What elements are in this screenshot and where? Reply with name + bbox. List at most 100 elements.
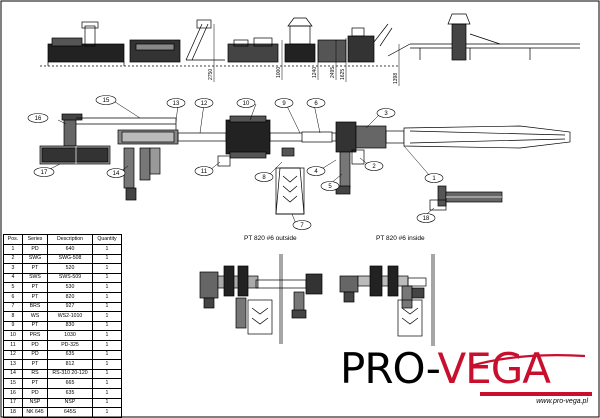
table-cell: 1 bbox=[92, 311, 122, 322]
table-cell: 1 bbox=[92, 349, 122, 361]
callout-label: 11 bbox=[201, 169, 208, 175]
table-cell: 1 bbox=[92, 253, 122, 265]
table-cell: RS-310 20-120 bbox=[47, 368, 93, 380]
side-elevation-view bbox=[40, 13, 580, 67]
callout-label: 16 bbox=[35, 116, 42, 122]
table-cell: SWG-508 bbox=[47, 253, 93, 265]
table-cell: 1 bbox=[92, 339, 122, 351]
table-cell: 1 bbox=[92, 368, 122, 380]
table-cell: 14 bbox=[3, 368, 23, 380]
table-cell: 1030 bbox=[47, 330, 93, 341]
table-cell: 17 bbox=[3, 397, 23, 409]
logo-accent-bar bbox=[480, 392, 592, 396]
table-cell: 635 bbox=[47, 387, 93, 399]
table-cell: 635 bbox=[47, 349, 93, 361]
callout-label: 13 bbox=[173, 101, 180, 107]
table-cell: PD bbox=[22, 244, 48, 255]
table-cell: PD bbox=[22, 339, 48, 351]
table-cell: 645S bbox=[47, 407, 93, 418]
dimension-label: 2750 bbox=[208, 69, 214, 80]
callout-label: 7 bbox=[300, 223, 304, 229]
table-cell: 1 bbox=[92, 407, 122, 418]
table-cell: BRS bbox=[22, 301, 48, 313]
column-header: Quantity bbox=[92, 234, 122, 245]
table-cell: 11 bbox=[3, 339, 23, 351]
caption-outside: PT 820 #6 outside bbox=[244, 235, 297, 242]
table-cell: NSP bbox=[22, 397, 48, 409]
table-cell: 640 bbox=[47, 244, 93, 255]
callout-label: 6 bbox=[314, 101, 318, 107]
callout-label: 2 bbox=[372, 164, 376, 170]
table-cell: PD-325 bbox=[47, 339, 93, 351]
table-cell: 1 bbox=[92, 359, 122, 370]
table-cell: 8 bbox=[3, 311, 23, 322]
table-cell: 1 bbox=[92, 244, 122, 255]
table-cell: SWS-509 bbox=[47, 272, 93, 284]
table-cell: PT bbox=[22, 378, 48, 389]
logo-url: www.pro-vega.pl bbox=[536, 398, 588, 405]
callout-ovals bbox=[27, 95, 444, 230]
table-cell: 665 bbox=[47, 378, 93, 389]
logo-part-vega: VEGA bbox=[437, 344, 551, 393]
column-header: Pos. bbox=[3, 234, 23, 245]
callout-label: 14 bbox=[113, 171, 120, 177]
table-cell: 1 bbox=[92, 320, 122, 332]
callout-label: 5 bbox=[328, 184, 332, 190]
table-cell: SWS bbox=[22, 272, 48, 284]
callout-label: 18 bbox=[423, 216, 430, 222]
caption-inside: PT 820 #6 inside bbox=[376, 235, 425, 242]
column-header: Series bbox=[22, 234, 48, 245]
table-cell: 1 bbox=[92, 272, 122, 284]
table-cell: PRS bbox=[22, 330, 48, 341]
table-cell: SWG bbox=[22, 253, 48, 265]
table-cell: 812 bbox=[47, 359, 93, 370]
table-cell: 530 bbox=[47, 282, 93, 293]
dimension-label: 1240 bbox=[312, 67, 318, 78]
logo-part-pro: PRO- bbox=[340, 344, 438, 393]
callout-label: 1 bbox=[432, 176, 436, 182]
table-cell: PD bbox=[22, 349, 48, 361]
logo-swoosh-icon bbox=[469, 354, 586, 368]
plan-view bbox=[39, 113, 571, 215]
table-cell: 1 bbox=[3, 244, 23, 255]
dimension-label: 2495 bbox=[330, 67, 336, 78]
table-cell: 1 bbox=[92, 330, 122, 341]
callout-label: 15 bbox=[103, 98, 110, 104]
callout-label: 12 bbox=[201, 101, 208, 107]
table-cell: 12 bbox=[3, 349, 23, 361]
table-header-row: Pos. Series Description Quantity bbox=[3, 234, 122, 245]
table-cell: PT bbox=[22, 263, 48, 274]
table-cell: PT bbox=[22, 282, 48, 293]
callout-numbers: 1 2 3 4 5 6 7 8 9 10 11 12 13 14 15 16 1… bbox=[35, 98, 437, 229]
table-cell: 4 bbox=[3, 272, 23, 284]
logo-text: PRO-VEGA bbox=[340, 344, 551, 393]
table-cell: 927 bbox=[47, 301, 93, 313]
callout-label: 3 bbox=[384, 111, 388, 117]
table-cell: PT bbox=[22, 291, 48, 303]
table-cell: 2 bbox=[3, 253, 23, 265]
table-cell: 1 bbox=[92, 378, 122, 389]
table-cell: 5 bbox=[3, 282, 23, 293]
pro-vega-logo: PRO-VEGA www.pro-vega.pl bbox=[340, 344, 596, 405]
table-cell: WS2-1010 bbox=[47, 311, 93, 322]
callout-label: 8 bbox=[262, 175, 266, 181]
callout-label: 4 bbox=[314, 169, 318, 175]
dimension-label: 1625 bbox=[340, 69, 346, 80]
table-cell: NK 645 bbox=[22, 407, 48, 418]
